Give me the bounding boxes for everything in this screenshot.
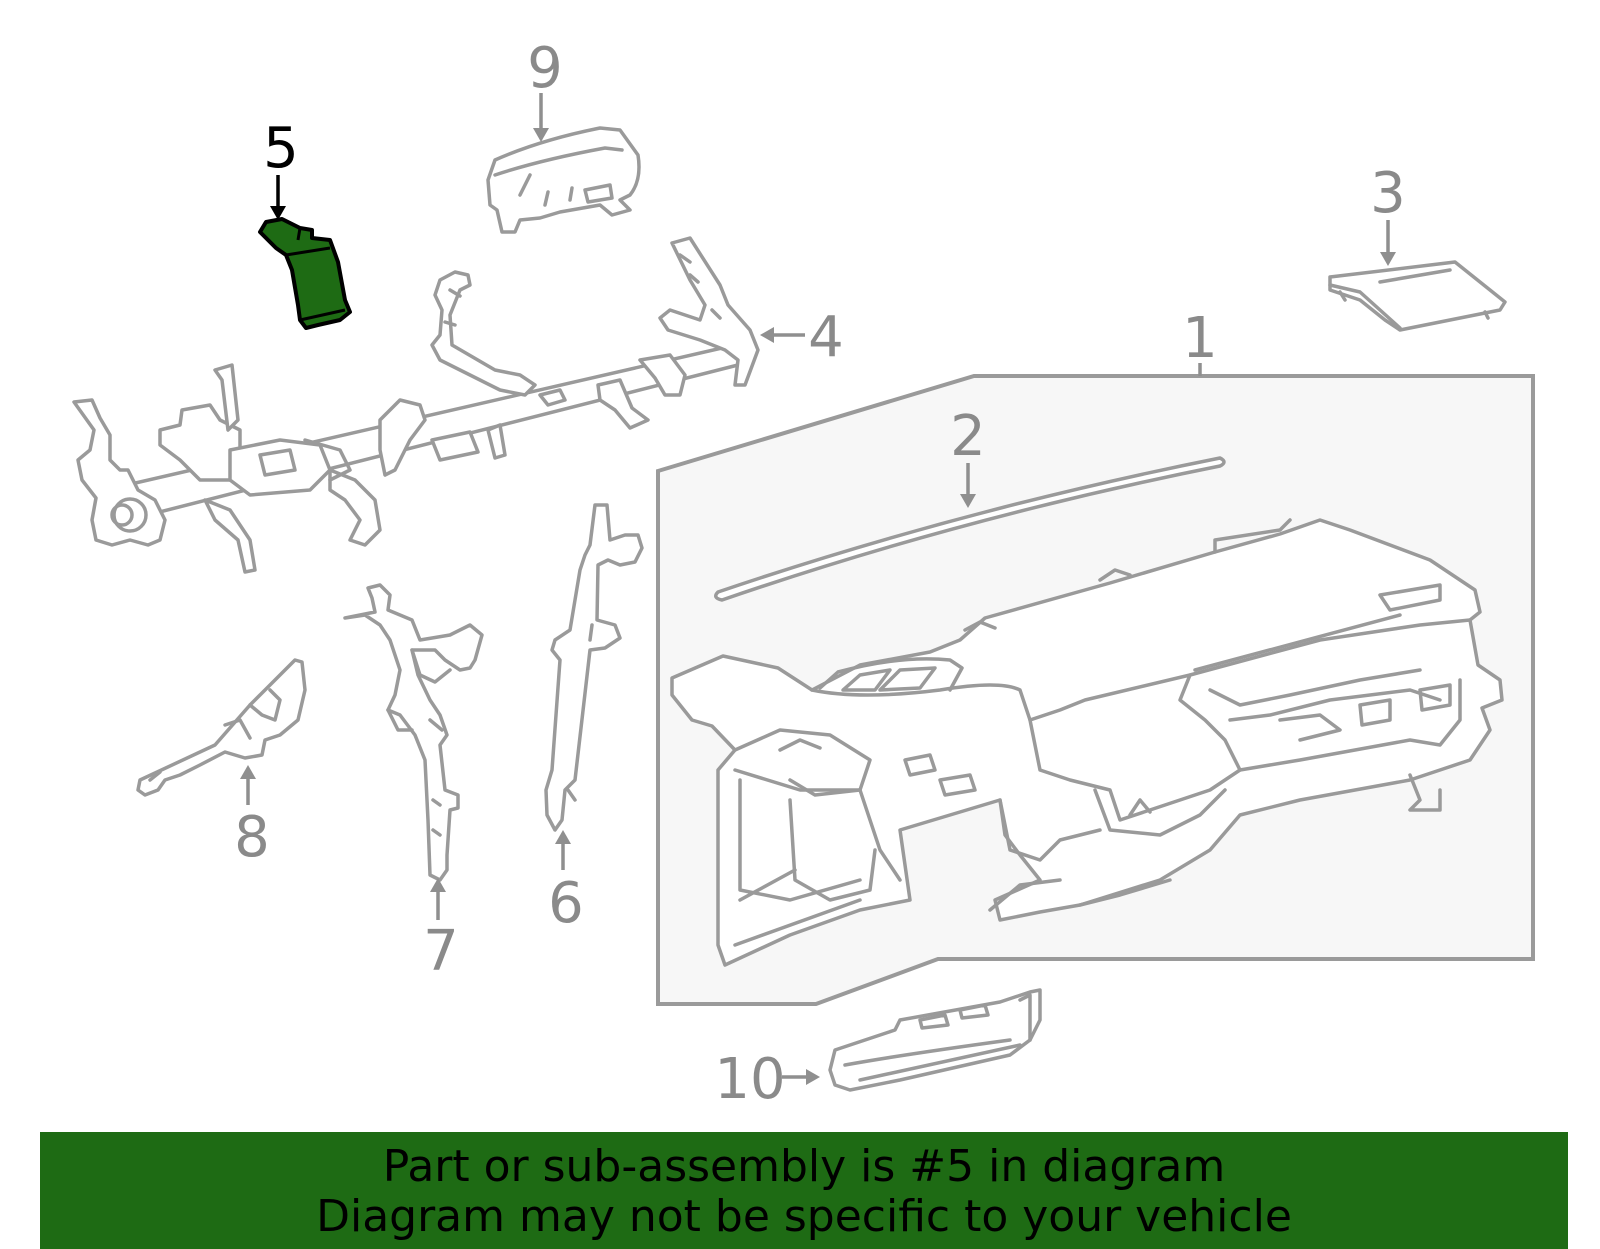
part-8-brace xyxy=(136,658,307,797)
callout-9: 9 xyxy=(527,36,563,101)
callout-1: 1 xyxy=(1182,306,1218,371)
callout-6: 6 xyxy=(548,871,584,936)
part-9-airbag-module xyxy=(486,126,641,234)
banner-line-2: Diagram may not be specific to your vehi… xyxy=(316,1191,1292,1242)
part-4-cross-car-beam xyxy=(72,236,760,574)
callout-8: 8 xyxy=(234,805,270,870)
part-2-trim-strip xyxy=(714,456,1226,602)
callout-10: 10 xyxy=(714,1047,785,1112)
part-10-vent xyxy=(828,988,1042,1092)
callout-4: 4 xyxy=(808,305,844,370)
banner-line-1: Part or sub-assembly is #5 in diagram xyxy=(382,1141,1226,1192)
callout-2: 2 xyxy=(950,404,986,469)
info-banner: Part or sub-assembly is #5 in diagram Di… xyxy=(40,1132,1568,1249)
callout-7: 7 xyxy=(423,919,459,984)
part-1-instrument-panel xyxy=(670,518,1504,967)
part-6-brace xyxy=(544,503,644,832)
part-5-bracket-highlighted xyxy=(258,217,352,330)
callout-5: 5 xyxy=(263,116,299,181)
leader-arrows xyxy=(240,93,1396,1085)
part-7-brace xyxy=(343,583,484,882)
callout-3: 3 xyxy=(1370,161,1406,226)
part-3-cover xyxy=(1328,260,1507,332)
